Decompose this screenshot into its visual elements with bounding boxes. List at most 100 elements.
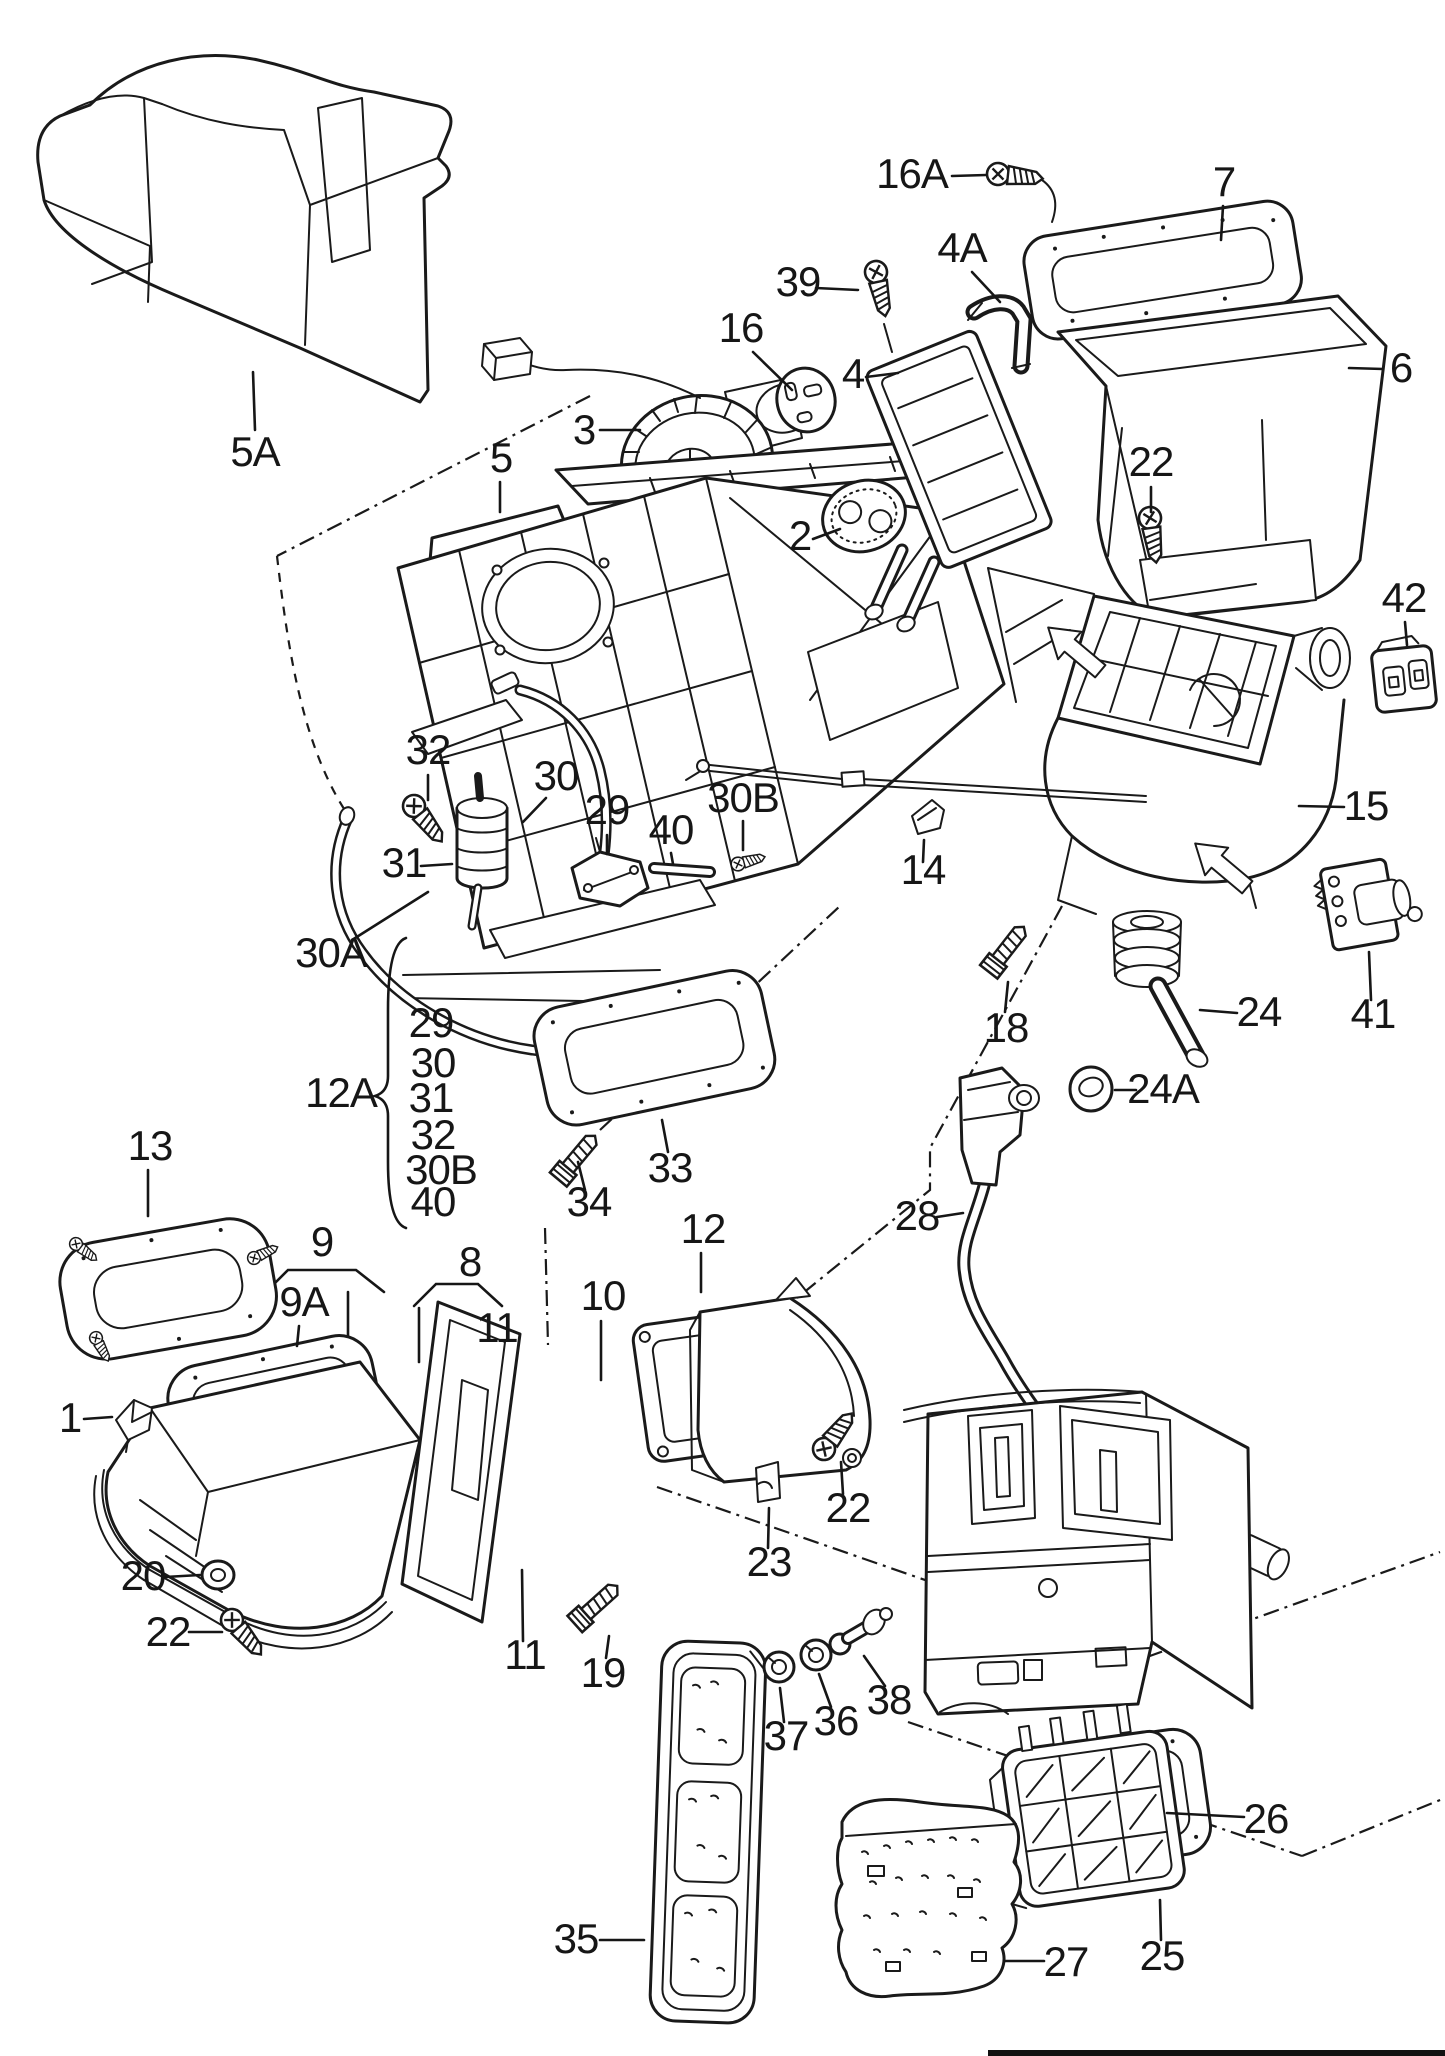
part-19-bolt bbox=[566, 1576, 626, 1634]
leader-line-41 bbox=[1367, 950, 1373, 1002]
part-35-vent-grille bbox=[648, 1639, 771, 2025]
part-5a-cover bbox=[36, 54, 453, 404]
leader-line-30A bbox=[350, 890, 430, 942]
part-37-washer bbox=[762, 1650, 796, 1684]
part-31-pump bbox=[455, 772, 509, 931]
part-40-rod bbox=[648, 862, 716, 878]
leader-line-4 bbox=[864, 371, 900, 379]
part-label-30-29: 30 bbox=[411, 1039, 456, 1086]
part-16a-screw bbox=[984, 160, 1046, 191]
leader-line-22 bbox=[839, 1460, 845, 1496]
part-label-9-37: 9 bbox=[311, 1218, 333, 1265]
part-label-2-10: 2 bbox=[789, 512, 811, 559]
part-label-26-56: 26 bbox=[1244, 1795, 1289, 1842]
part-label-14-21: 14 bbox=[901, 846, 946, 893]
part-label-32-31: 32 bbox=[411, 1111, 456, 1158]
leader-line-16A bbox=[950, 173, 988, 178]
leader-line-34 bbox=[576, 1160, 587, 1192]
leader-line-18 bbox=[1003, 980, 1010, 1014]
leader-line-1 bbox=[82, 1415, 114, 1421]
part-15-heater-assembly bbox=[685, 567, 1351, 915]
part-label-30A-20: 30A bbox=[295, 929, 368, 976]
part-4a-elbow bbox=[965, 294, 1033, 375]
callout-brackets bbox=[264, 936, 504, 1364]
part-label-3-1: 3 bbox=[573, 406, 595, 453]
part-25-vent-assembly bbox=[988, 1703, 1186, 1910]
leader-line-33 bbox=[660, 1118, 670, 1154]
part-label-36-52: 36 bbox=[814, 1697, 859, 1744]
part-label-13-36: 13 bbox=[128, 1122, 173, 1169]
leader-line-2 bbox=[811, 527, 842, 541]
part-label-33-34: 33 bbox=[648, 1144, 693, 1191]
part-label-25-55: 25 bbox=[1140, 1932, 1185, 1979]
leader-line-20 bbox=[163, 1573, 202, 1579]
part-label-22-45: 22 bbox=[146, 1608, 191, 1655]
leader-line-31 bbox=[419, 862, 454, 868]
part-42-connector bbox=[1370, 634, 1438, 714]
part-27-panel bbox=[834, 1798, 1022, 1999]
part-label-37-51: 37 bbox=[764, 1712, 809, 1759]
part-label-10-42: 10 bbox=[581, 1272, 626, 1319]
part-label-29-28: 29 bbox=[409, 999, 454, 1046]
part-label-42-12: 42 bbox=[1382, 574, 1427, 621]
part-20-washer bbox=[200, 1559, 236, 1591]
part-label-24A-25: 24A bbox=[1127, 1065, 1200, 1112]
part-12-duct bbox=[689, 1277, 872, 1484]
part-label-20-44: 20 bbox=[121, 1552, 166, 1599]
part-41-resistor bbox=[1313, 857, 1423, 952]
part-label-7-8: 7 bbox=[1213, 158, 1235, 205]
part-label-22-11: 22 bbox=[1129, 438, 1174, 485]
leader-line-15 bbox=[1297, 804, 1346, 809]
part-label-27-54: 27 bbox=[1044, 1938, 1089, 1985]
part-label-1-41: 1 bbox=[59, 1394, 81, 1441]
leader-line-28 bbox=[935, 1211, 965, 1219]
leader-line-5A bbox=[251, 370, 257, 432]
part-label-28-26: 28 bbox=[895, 1192, 940, 1239]
leader-line-7 bbox=[1219, 204, 1225, 242]
part-label-38-53: 38 bbox=[867, 1676, 912, 1723]
leader-line-30 bbox=[521, 796, 548, 824]
part-label-6-9: 6 bbox=[1390, 344, 1412, 391]
part-label-5-2: 5 bbox=[490, 434, 512, 481]
part-24-drain-tube bbox=[1112, 910, 1209, 1068]
part-label-24-23: 24 bbox=[1237, 988, 1282, 1035]
part-18-bolt bbox=[978, 918, 1034, 980]
part-30-hose bbox=[490, 671, 612, 894]
leader-line-42 bbox=[1403, 620, 1409, 647]
part-label-12-43: 12 bbox=[681, 1205, 726, 1252]
part-39-screw bbox=[861, 257, 898, 320]
page-edge-mark bbox=[988, 2050, 1445, 2056]
leader-line-9A bbox=[295, 1324, 301, 1348]
part-13-gasket bbox=[58, 1217, 282, 1365]
leader-line-40 bbox=[669, 851, 675, 866]
leader-line-4A bbox=[970, 270, 1002, 304]
leader-line-11 bbox=[520, 1568, 525, 1643]
part-label-41-24: 41 bbox=[1351, 990, 1396, 1037]
part-7-gasket bbox=[1022, 199, 1303, 341]
part-label-12A-27: 12A bbox=[305, 1069, 378, 1116]
part-label-16-3: 16 bbox=[719, 304, 764, 351]
leader-line-25 bbox=[1158, 1898, 1163, 1942]
part-evaporator-box bbox=[396, 436, 1006, 959]
part-4-heater-core bbox=[864, 329, 1053, 633]
leader-line-16 bbox=[751, 350, 794, 392]
leader-line-24 bbox=[1198, 1008, 1239, 1015]
part-6-duct bbox=[1056, 294, 1388, 620]
part-label-31-30: 31 bbox=[409, 1074, 454, 1121]
part-label-35-50: 35 bbox=[554, 1915, 599, 1962]
part-label-40-33: 40 bbox=[411, 1178, 456, 1225]
part-label-29-16: 29 bbox=[585, 786, 630, 833]
part-label-22-48: 22 bbox=[826, 1484, 871, 1531]
part-8-panel bbox=[400, 1300, 522, 1624]
part-label-19-47: 19 bbox=[581, 1649, 626, 1696]
part-label-34-35: 34 bbox=[567, 1178, 612, 1225]
van-rear-view bbox=[903, 1388, 1254, 1716]
part-label-32-14: 32 bbox=[406, 726, 451, 773]
part-24a-grommet bbox=[1068, 1065, 1114, 1113]
part-label-30-15: 30 bbox=[534, 752, 579, 799]
part-label-23-49: 23 bbox=[747, 1538, 792, 1585]
part-label-4-6: 4 bbox=[842, 350, 865, 397]
part-label-30B-18: 30B bbox=[707, 774, 779, 821]
leader-line-26 bbox=[1165, 1811, 1246, 1819]
